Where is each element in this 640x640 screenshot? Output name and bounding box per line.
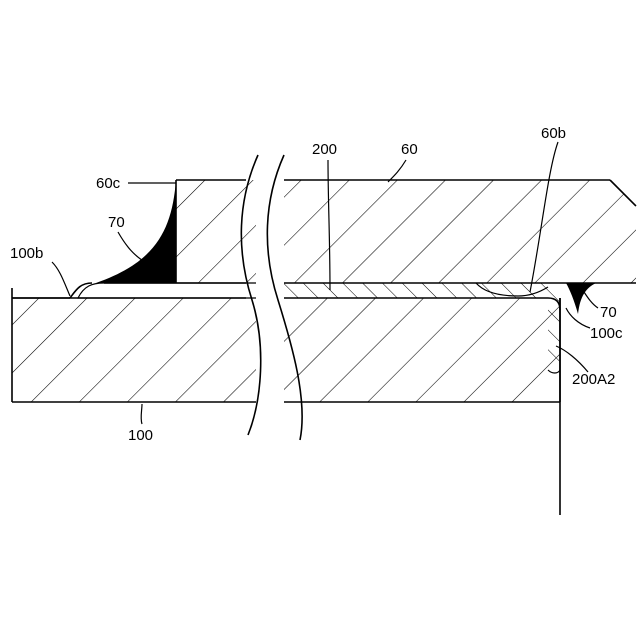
label-70-left: 70: [108, 214, 125, 231]
layer-200A2: [548, 298, 560, 372]
label-100b: 100b: [10, 245, 43, 262]
component-60-right: [280, 180, 636, 283]
left-section: [12, 180, 262, 402]
solder-fillet-70-left: [96, 180, 176, 283]
label-60b: 60b: [541, 125, 566, 142]
label-60: 60: [401, 141, 418, 158]
layer-200-left: [78, 283, 262, 298]
substrate-100-left: [12, 298, 262, 402]
label-100c: 100c: [590, 325, 623, 342]
component-60-left: [176, 180, 262, 283]
label-60c: 60c: [96, 175, 121, 192]
label-200: 200: [312, 141, 337, 158]
label-100: 100: [128, 427, 153, 444]
solder-fillet-70-right: [566, 283, 596, 314]
substrate-100-right: [280, 298, 560, 402]
right-section: [280, 180, 636, 402]
label-200A2: 200A2: [572, 371, 615, 388]
label-70-right: 70: [600, 304, 617, 321]
